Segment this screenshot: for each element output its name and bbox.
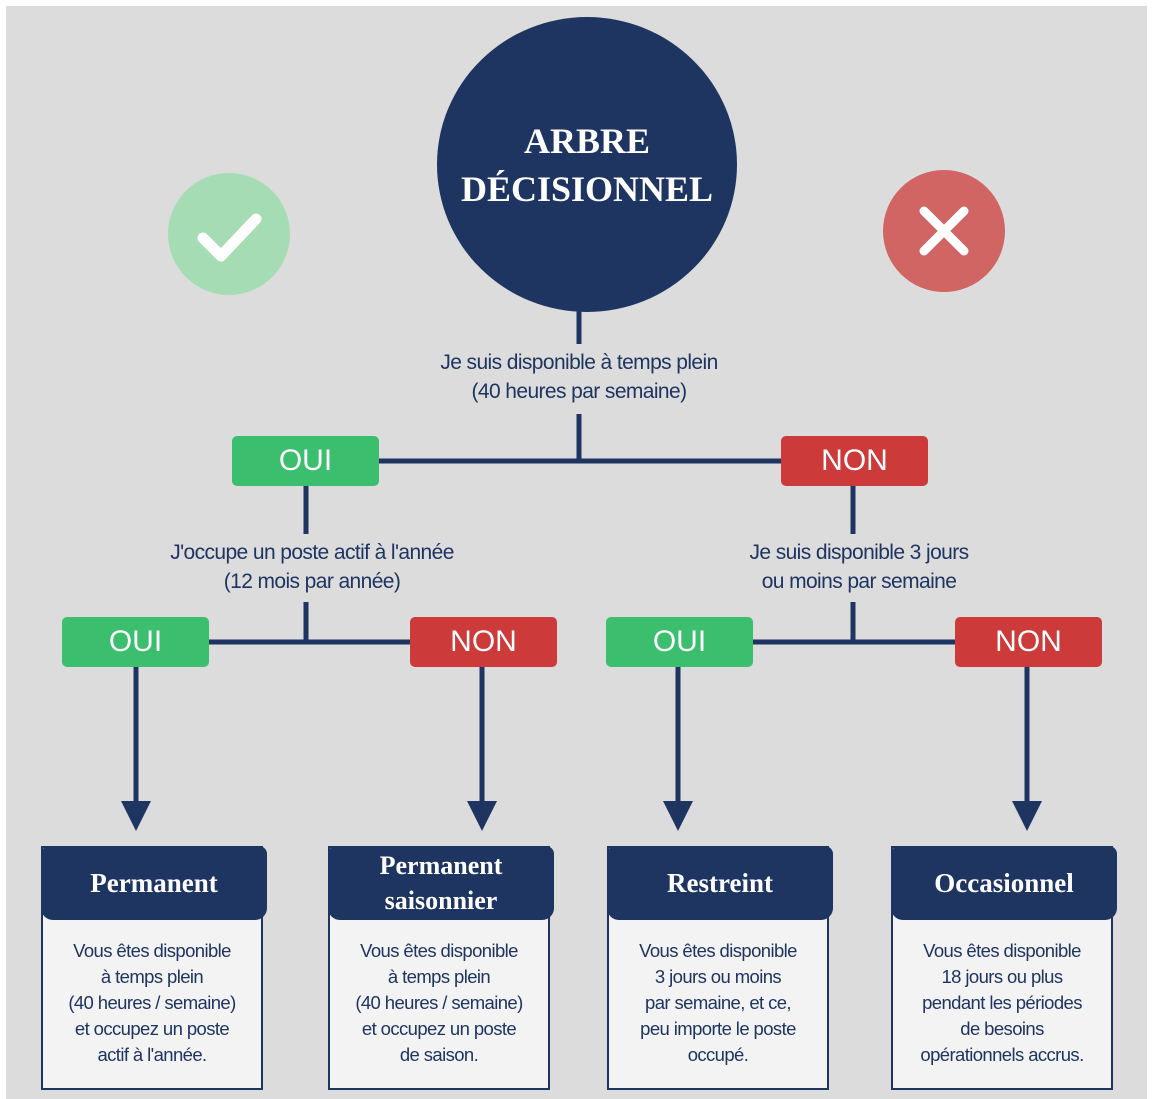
question-year-round-line-1: J'occupe un poste actif à l'année <box>170 541 454 564</box>
outcome-title-line: Occasionnel <box>934 868 1074 898</box>
non-badge-left: NON <box>410 617 557 667</box>
question-three-days-line-1: Je suis disponible 3 jours <box>749 541 969 564</box>
outcome-description: Vous êtes disponible à temps plein (40 h… <box>68 940 236 1065</box>
oui-badge-right: OUI <box>606 617 753 667</box>
outcome-title: Permanent <box>41 846 267 920</box>
non-badge-right: NON <box>955 617 1102 667</box>
connector-lines <box>121 306 1042 831</box>
outcome-title-line: Permanent <box>90 868 218 898</box>
outcome-title-line: Permanent <box>379 851 503 880</box>
cross-icon <box>883 170 1005 292</box>
oui-badge-left: OUI <box>62 617 209 667</box>
root-title-line-2: DÉCISIONNEL <box>460 168 714 209</box>
decision-tree-diagram: ARBRE DÉCISIONNEL Je suis disponible à t… <box>6 6 1147 1099</box>
root-node: ARBRE DÉCISIONNEL <box>437 17 737 312</box>
question-three-days-line-2: ou moins par semaine <box>761 570 957 593</box>
oui-badge-level1: OUI <box>232 436 379 486</box>
outcome-title: Occasionnel <box>891 846 1117 920</box>
non-badge-level1: NON <box>781 436 928 486</box>
outcome-title: Restreint <box>607 846 833 920</box>
outcome-description: Vous êtes disponible à temps plein (40 h… <box>355 940 523 1065</box>
question-full-time-line-1: Je suis disponible à temps plein <box>440 351 718 374</box>
question-full-time: Je suis disponible à temps plein (40 heu… <box>404 344 754 410</box>
outcome-card-restreint: Restreint Vous êtes disponible 3 jours o… <box>607 846 833 1090</box>
outcome-title: Permanent saisonnier <box>328 846 554 920</box>
outcome-description: Vous êtes disponible 18 jours ou plus pe… <box>920 940 1084 1065</box>
outcome-card-occasionnel: Occasionnel Vous êtes disponible 18 jour… <box>891 846 1117 1090</box>
outcome-title-line: Restreint <box>667 868 773 898</box>
question-year-round-line-2: (12 mois par année) <box>223 570 401 593</box>
outcome-description: Vous êtes disponible 3 jours ou moins pa… <box>639 940 797 1065</box>
outcome-card-permanent-saisonnier: Permanent saisonnier Vous êtes disponibl… <box>328 846 554 1090</box>
root-title-line-1: ARBRE <box>523 120 651 161</box>
question-three-days: Je suis disponible 3 jours ou moins par … <box>713 534 1005 600</box>
check-icon <box>168 173 290 295</box>
outcome-card-permanent: Permanent Vous êtes disponible à temps p… <box>41 846 267 1090</box>
question-year-round-position: J'occupe un poste actif à l'année (12 mo… <box>134 534 490 600</box>
question-full-time-line-2: (40 heures par semaine) <box>471 380 688 403</box>
outcome-title-line: saisonnier <box>384 886 498 915</box>
